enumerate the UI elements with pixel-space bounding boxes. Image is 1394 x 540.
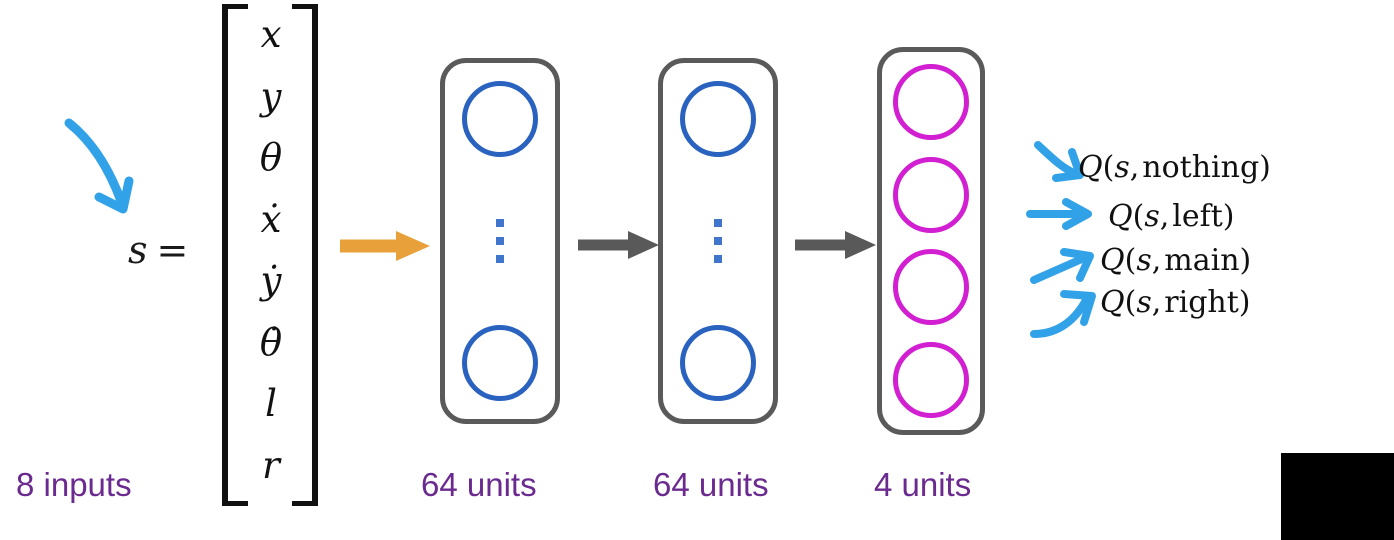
component-glyph: ẋ [260,197,282,241]
layer-box-output [877,47,985,435]
state-component-r: r [262,447,280,484]
layer-box-hidden-1 [440,58,560,424]
component-glyph: θ [259,136,283,180]
output-node [893,64,969,140]
output-arrow-left-icon [1026,196,1094,230]
state-symbol: s [128,228,149,272]
state-component-theta-dot: θ̇ [260,324,282,361]
layer-label-output: 4 units [874,466,972,503]
q-state: s [1136,285,1152,320]
component-glyph: y [260,74,282,118]
unit-node [680,325,756,401]
output-arrow-main-icon [1030,248,1096,288]
ellipsis-icon [714,219,722,263]
layer-label-hidden-2: 64 units [653,466,769,503]
state-component-x: x [261,16,282,53]
component-glyph: x [260,13,282,57]
layer-nodes-hidden-2 [663,63,773,419]
q-action: nothing [1142,150,1260,185]
layer-nodes-hidden-1 [445,63,555,419]
state-equation: s= [128,228,189,272]
q-label-right: Q(s, right) [1100,285,1251,320]
component-glyph: ẏ [260,259,282,303]
q-state: s [1136,243,1152,278]
output-node [893,156,969,233]
bracket-right-icon [292,4,318,506]
annotation-arrow-to-state-icon [55,105,165,230]
equals-sign: = [156,228,190,272]
black-overlay-rectangle [1281,453,1394,540]
bracket-left-icon [222,4,248,506]
q-label-left: Q(s, left) [1108,199,1235,234]
q-symbol: Q [1078,150,1103,185]
layer-arrow-1-icon [576,228,662,262]
q-state: s [1144,199,1160,234]
q-symbol: Q [1100,285,1125,320]
output-node [893,341,969,418]
q-label-nothing: Q(s, nothing) [1078,150,1271,185]
q-label-main: Q(s, main) [1100,243,1252,278]
component-glyph: r [262,443,280,487]
output-arrow-nothing-icon [1032,140,1092,182]
q-action: right [1164,285,1239,320]
component-glyph: l [265,382,277,426]
layer-label-hidden-1: 64 units [421,466,537,503]
q-state: s [1114,150,1130,185]
state-component-y-dot: ẏ [261,262,282,299]
unit-node [462,325,538,401]
state-component-y: y [261,78,282,115]
layer-nodes-output [882,52,980,430]
state-component-theta: θ [260,139,282,176]
layer-arrow-2-icon [793,228,879,262]
q-action: main [1164,243,1240,278]
input-count-label: 8 inputs [16,466,132,503]
unit-node [462,81,538,157]
unit-node [680,81,756,157]
component-glyph: θ̇ [259,320,283,364]
output-arrow-right-icon [1030,288,1100,342]
output-node [893,249,969,326]
q-symbol: Q [1108,199,1133,234]
q-symbol: Q [1100,243,1125,278]
layer-box-hidden-2 [658,58,778,424]
ellipsis-icon [496,219,504,263]
state-component-l: l [265,385,277,422]
state-component-x-dot: ẋ [261,201,282,238]
input-arrow-icon [338,228,434,264]
q-action: left [1172,199,1223,234]
